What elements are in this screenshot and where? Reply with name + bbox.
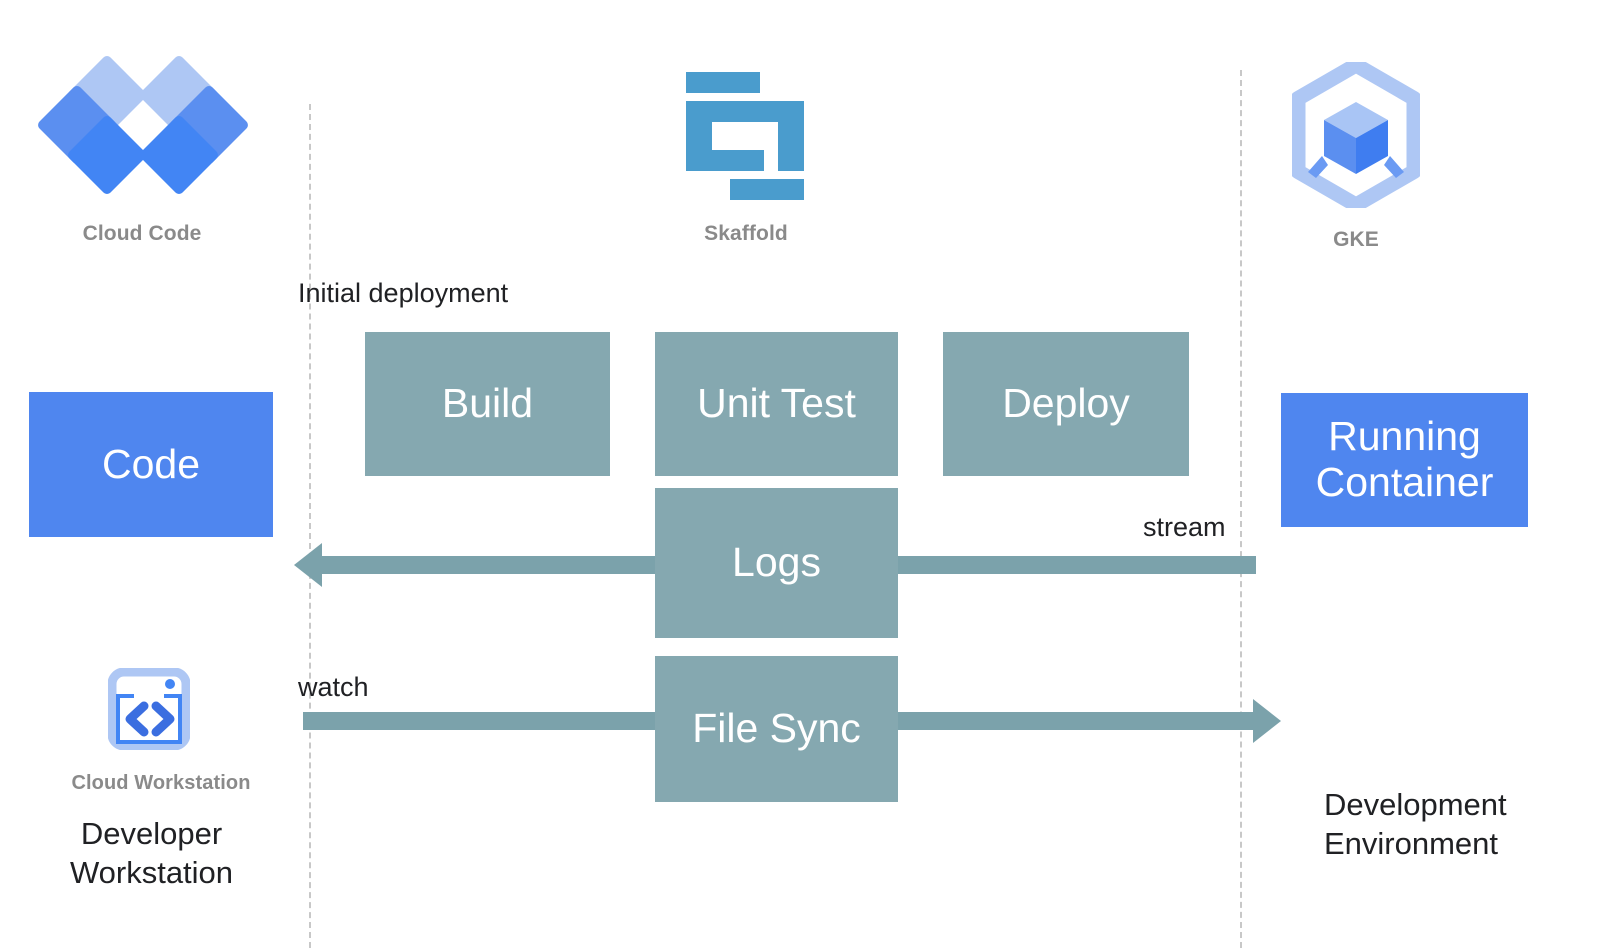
stream-label: stream [1143,512,1226,542]
initial-deployment-label: Initial deployment [298,278,509,308]
gke-caption: GKE [1333,228,1379,251]
logs-box[interactable]: Logs [655,488,898,638]
deploy-box[interactable]: Deploy [943,332,1189,476]
running-container-line-1: Running [1328,413,1481,460]
unit-test-box[interactable]: Unit Test [655,332,898,476]
development-environment-caption: Development Environment [1324,785,1600,864]
gke-hexagon-cube-icon [1290,57,1422,213]
file-sync-arrow-head-right [1253,699,1281,743]
file-sync-box[interactable]: File Sync [655,656,898,802]
cloud-workstation-caption: Cloud Workstation [71,772,251,794]
skaffold-s-icon [686,72,804,200]
development-environment-line-1: Development [1324,787,1507,822]
right-boundary-dashed-line [1240,70,1242,948]
running-container-line-2: Container [1315,459,1494,505]
developer-workstation-line-1: Developer [80,816,223,851]
developer-workstation-line-2: Workstation [69,855,234,891]
code-box[interactable]: Code [29,392,273,537]
logs-arrow-head-left [294,543,322,587]
watch-label: watch [298,672,369,702]
left-boundary-dashed-line [309,104,311,948]
cloud-code-diamonds-icon [35,53,251,197]
cloud-code-caption: Cloud Code [82,222,202,245]
cloud-workstation-code-window-icon [107,667,191,751]
running-container-box[interactable]: Running Container [1281,393,1528,527]
build-box[interactable]: Build [365,332,610,476]
development-environment-line-2: Environment [1324,826,1499,862]
developer-workstation-caption: Developer Workstation [30,814,273,893]
skaffold-caption: Skaffold [704,222,788,245]
